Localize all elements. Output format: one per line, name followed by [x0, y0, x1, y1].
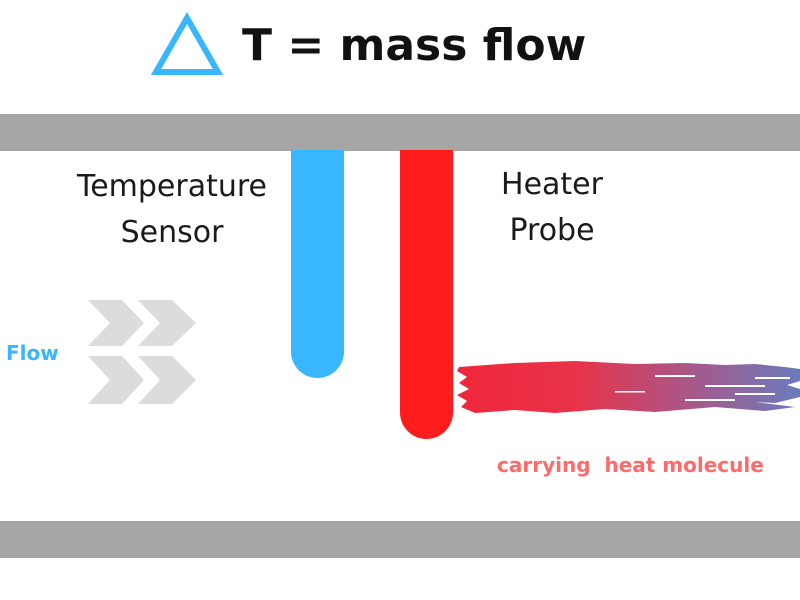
chevron-right-icon [138, 300, 196, 346]
pipe-wall-bottom [0, 521, 800, 558]
diagram-title: T = mass flow [242, 20, 587, 71]
temperature-sensor-probe [291, 150, 344, 378]
delta-triangle-icon [150, 12, 224, 75]
temperature-sensor-label: Temperature Sensor [40, 164, 304, 256]
flow-label: Flow [6, 341, 59, 365]
heater-label-line2: Probe [509, 213, 595, 248]
pipe-wall-top [0, 114, 800, 151]
flow-direction-chevrons [88, 300, 196, 404]
heater-probe-label: Heater Probe [462, 162, 642, 254]
heater-label-line1: Heater [501, 167, 603, 202]
heat-caption: carrying heat molecule [497, 453, 764, 477]
sensor-label-line1: Temperature [76, 169, 268, 204]
chevron-right-icon [88, 356, 144, 404]
sensor-label-line2: Sensor [120, 215, 224, 250]
chevron-right-icon [88, 300, 144, 346]
heat-trail [457, 361, 800, 413]
chevron-right-icon [138, 356, 196, 404]
heater-probe [400, 150, 453, 439]
